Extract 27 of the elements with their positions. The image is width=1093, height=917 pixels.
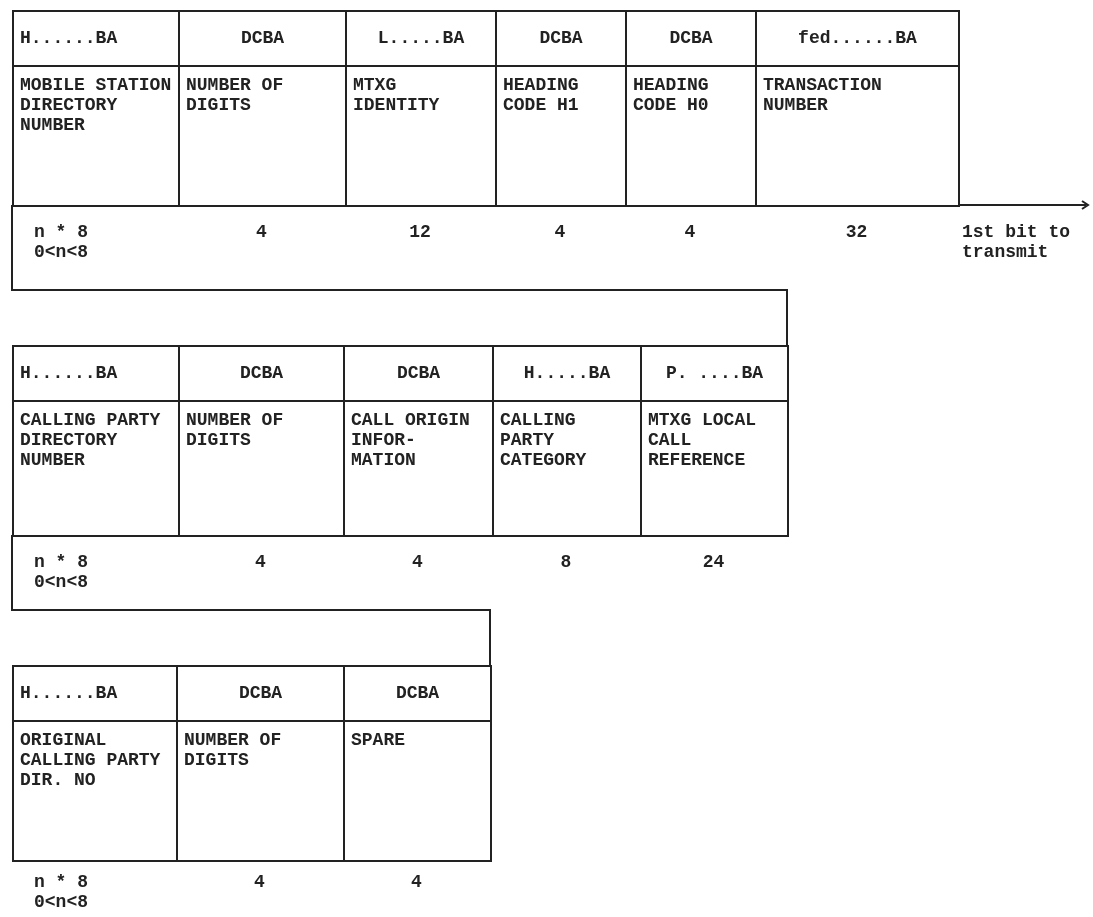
- bit-count-label: 32: [844, 222, 869, 242]
- field-name-cell: CALLING PARTY DIRECTORY NUMBER: [12, 400, 180, 537]
- bit-count-label: n * 8 0<n<8: [34, 872, 89, 912]
- field-name-cell: MOBILE STATION DIRECTORY NUMBER: [12, 65, 180, 207]
- bit-count-label: 4: [683, 222, 697, 242]
- bit-count-label: 24: [701, 552, 726, 572]
- bit-pattern-cell: fed......BA: [755, 10, 960, 67]
- field-name-cell: SPARE: [343, 720, 492, 862]
- bit-count-label: 8: [559, 552, 573, 572]
- bit-count-label: 4: [254, 552, 267, 572]
- bit-count-label: n * 8 0<n<8: [34, 222, 89, 262]
- bit-count-label: 12: [408, 222, 432, 242]
- field-name-cell: MTXG LOCAL CALL REFERENCE: [640, 400, 789, 537]
- bit-pattern-cell: H......BA: [12, 345, 180, 402]
- bit-count-label: 4: [253, 872, 266, 892]
- bit-pattern-cell: P. ....BA: [640, 345, 789, 402]
- field-name-cell: TRANSACTION NUMBER: [755, 65, 960, 207]
- bit-count-label: 4: [411, 552, 424, 572]
- bit-pattern-cell: H......BA: [12, 10, 180, 67]
- bit-pattern-cell: DCBA: [343, 665, 492, 722]
- bit-count-label: 4: [553, 222, 567, 242]
- bit-count-label: n * 8 0<n<8: [34, 552, 89, 592]
- bit-count-label: 4: [255, 222, 268, 242]
- bit-pattern-cell: H......BA: [12, 665, 178, 722]
- direction-note: 1st bit to transmit: [962, 222, 1072, 262]
- bit-count-label: 4: [410, 872, 423, 892]
- field-name-cell: ORIGINAL CALLING PARTY DIR. NO: [12, 720, 178, 862]
